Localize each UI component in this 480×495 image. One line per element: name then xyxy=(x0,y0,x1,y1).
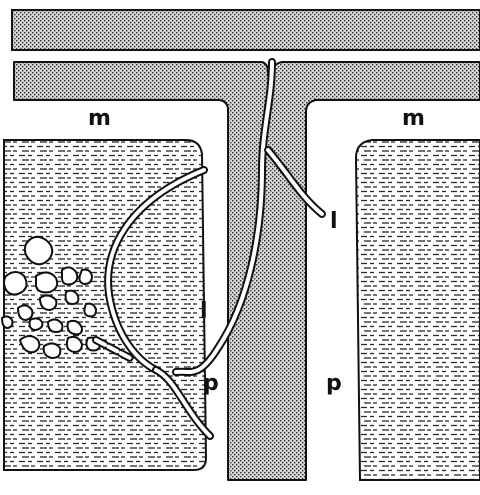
dashed-block-right xyxy=(356,140,480,480)
label-p-left: p xyxy=(203,371,219,396)
dashed-block-left xyxy=(4,140,206,470)
label-m-right: m xyxy=(402,106,425,131)
label-l-upper-right: l xyxy=(330,209,338,234)
label-l-center: l xyxy=(200,299,208,324)
stippled-band-top xyxy=(12,10,480,50)
label-p-right: p xyxy=(326,371,342,396)
label-m-left: m xyxy=(88,106,111,131)
